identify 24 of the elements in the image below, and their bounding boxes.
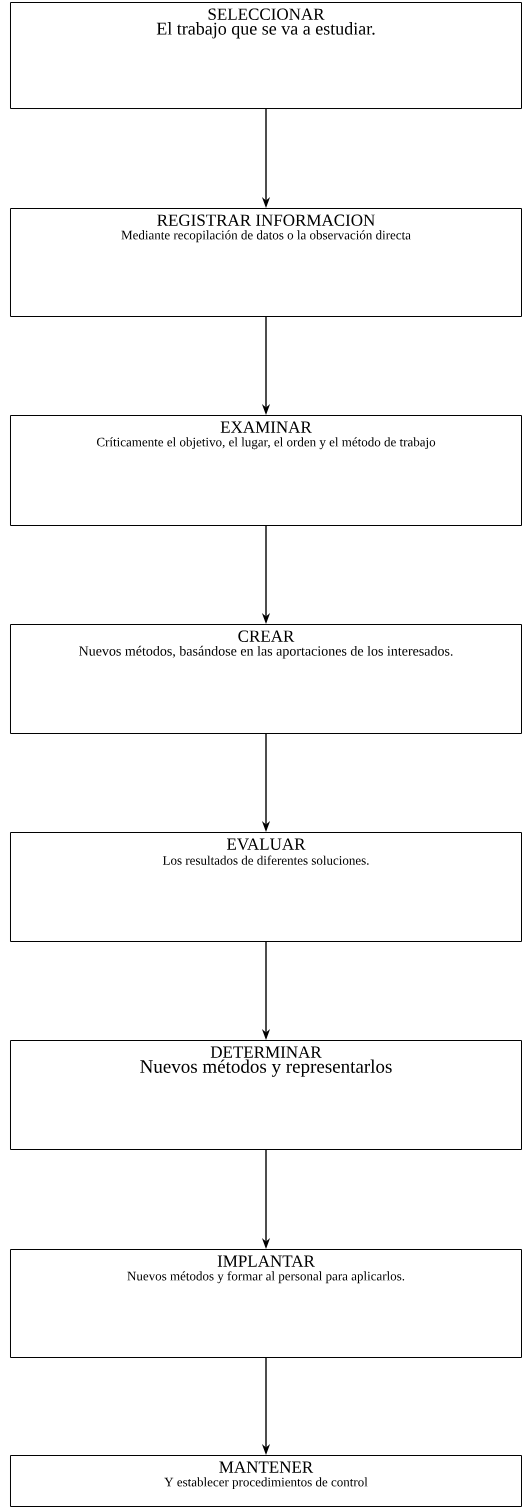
- process-box: [10, 208, 522, 317]
- process-box: [10, 1040, 522, 1150]
- step-heading: SELECCIONAR: [208, 8, 325, 20]
- process-box: [10, 832, 522, 942]
- step-heading: IMPLANTAR: [217, 1255, 315, 1267]
- step-heading: MANTENER: [219, 1461, 314, 1473]
- process-box: [10, 624, 522, 734]
- process-box: [10, 1455, 522, 1507]
- step-description: Los resultados de diferentes soluciones.: [162, 855, 369, 865]
- step-description: Y establecer procedimientos de control: [164, 1477, 368, 1490]
- process-box: [10, 415, 522, 526]
- process-box: [10, 2, 522, 109]
- step-description: Nuevos métodos y formar al personal para aplicarlos.: [127, 1271, 405, 1284]
- step-description: Nuevos métodos, basándose en las aportaciones de los interesados.: [79, 645, 453, 659]
- step-description: Mediante recopilación de datos o la observación directa: [121, 230, 411, 243]
- process-box: [10, 1249, 522, 1358]
- step-description: Nuevos métodos y representarlos: [140, 1059, 392, 1077]
- step-heading: EXAMINAR: [220, 421, 312, 433]
- step-description: El trabajo que se va a estudiar.: [156, 22, 375, 39]
- step-description: Críticamente el objetivo, el lugar, el orden y el método de trabajo: [96, 437, 436, 450]
- step-heading: CREAR: [238, 630, 295, 642]
- step-heading: REGISTRAR INFORMACION: [157, 214, 375, 226]
- step-heading: EVALUAR: [226, 838, 306, 850]
- step-heading: DETERMINAR: [210, 1046, 322, 1058]
